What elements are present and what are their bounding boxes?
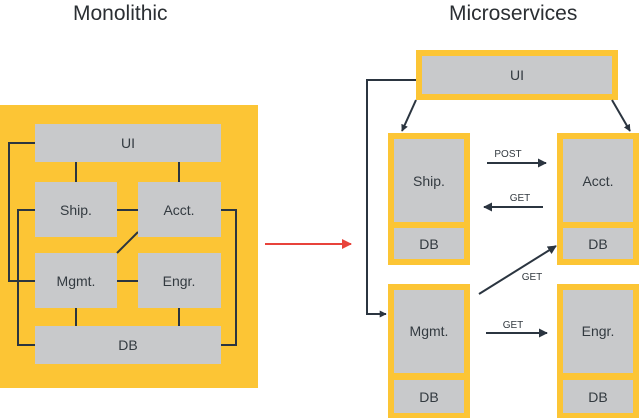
ms-ship-db-label: DB bbox=[419, 236, 438, 252]
ui-to-ship-arrow bbox=[401, 99, 417, 132]
ms-ship-box bbox=[394, 139, 464, 222]
monolith-engr-label: Engr. bbox=[163, 273, 196, 289]
monolith-acct-box bbox=[138, 182, 221, 237]
acct-db-bypass-link bbox=[221, 209, 237, 346]
ui-to-mgmt-arrow bbox=[366, 79, 416, 318]
post-label: POST bbox=[494, 149, 521, 160]
microservices-heading: Microservices bbox=[449, 2, 578, 25]
ui-mgmt-bypass-link bbox=[8, 142, 35, 282]
ms-acct-box bbox=[563, 139, 633, 222]
ui-to-acct-arrow bbox=[611, 99, 631, 132]
get-acct-to-ship-label: GET bbox=[510, 193, 531, 204]
mgmt-to-acct-get-arrow bbox=[478, 245, 557, 295]
ms-mgmt-db-label: DB bbox=[419, 389, 438, 405]
ms-engr-box bbox=[563, 290, 633, 373]
ms-ship-db-box bbox=[394, 228, 464, 259]
monolith-ship-label: Ship. bbox=[60, 202, 92, 218]
monolith-engr-box bbox=[138, 253, 221, 308]
monolith-ui-box bbox=[35, 124, 221, 162]
ms-engr-db-box bbox=[563, 380, 633, 413]
ms-acct-db-box bbox=[563, 228, 633, 259]
monolith-connectors bbox=[8, 142, 237, 346]
ms-ship-label: Ship. bbox=[413, 173, 445, 189]
ms-mgmt-db-box bbox=[394, 380, 464, 413]
ms-acct-db-label: DB bbox=[588, 236, 607, 252]
ms-mgmt-box bbox=[394, 290, 464, 373]
monolith-ui-label: UI bbox=[121, 135, 135, 151]
monolith-ship-box bbox=[35, 182, 117, 237]
monolith-mgmt-label: Mgmt. bbox=[57, 273, 96, 289]
ms-engr-db-label: DB bbox=[588, 389, 607, 405]
ship-db-bypass-link bbox=[17, 209, 35, 346]
ms-mgmt-label: Mgmt. bbox=[410, 323, 449, 339]
monolithic-heading: Monolithic bbox=[73, 2, 168, 25]
get-mgmt-to-engr-label: GET bbox=[503, 320, 524, 331]
ms-ui-box bbox=[422, 56, 612, 94]
ms-ui-label: UI bbox=[510, 67, 524, 83]
monolith-db-box bbox=[35, 326, 221, 364]
monolith-acct-label: Acct. bbox=[163, 202, 194, 218]
ms-engr-label: Engr. bbox=[582, 323, 615, 339]
mgmt-acct-link bbox=[116, 231, 139, 254]
monolith-db-label: DB bbox=[118, 337, 137, 353]
ms-acct-label: Acct. bbox=[582, 173, 613, 189]
monolith-mgmt-box bbox=[35, 253, 117, 308]
get-mgmt-to-acct-label: GET bbox=[522, 272, 543, 283]
ms-connectors bbox=[366, 79, 631, 338]
